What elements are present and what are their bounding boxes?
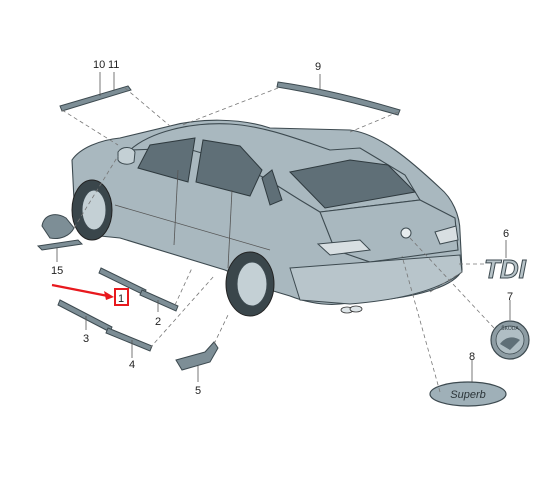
red-arrowhead-icon	[104, 291, 114, 300]
car-illustration	[71, 119, 463, 317]
door-line-front	[173, 169, 179, 246]
highlight-box	[114, 288, 129, 306]
callout-3: 3	[83, 333, 89, 345]
rear-quarter-window	[261, 169, 283, 206]
emblem-text: ŠKODA	[501, 325, 519, 332]
callout-1: 1	[118, 293, 124, 305]
callout-5: 5	[195, 385, 201, 397]
leader-lines	[56, 72, 511, 393]
callout-10: 10	[93, 59, 105, 71]
side-crease	[114, 204, 271, 251]
part-roof-trim-9	[276, 81, 401, 116]
side-mirror	[117, 147, 136, 165]
callout-2: 2	[155, 316, 161, 328]
part-roof-trim-10-11	[59, 85, 132, 112]
callout-15: 15	[51, 265, 63, 277]
callout-8: 8	[469, 351, 475, 363]
highlight-part-1: 1	[51, 283, 129, 306]
front-side-window	[137, 137, 196, 183]
part-door-moulding-1	[98, 267, 147, 296]
callout-7: 7	[507, 291, 513, 303]
part-skoda-emblem-7: ŠKODA	[490, 320, 530, 360]
part-tdi-badge-6: TDI	[484, 254, 528, 285]
door-line-rear	[227, 189, 233, 269]
part-mirror-cap-15	[36, 214, 84, 251]
part-sill-moulding-4	[105, 327, 153, 352]
callout-11: 11	[108, 59, 119, 71]
callout-numbers: 10 11 9 15 2 3 4 5 6 7 8	[51, 59, 513, 397]
callout-6: 6	[503, 228, 509, 240]
tdi-badge-text: TDI	[484, 254, 527, 284]
rear-side-window	[195, 139, 263, 197]
red-arrow-icon	[51, 283, 109, 298]
part-sill-moulding-3	[57, 299, 113, 333]
part-superb-badge-8: Superb	[429, 381, 507, 407]
exhaust-right	[349, 305, 363, 313]
callout-9: 9	[315, 61, 321, 73]
part-door-moulding-2	[139, 289, 179, 312]
part-arch-trim-5	[175, 341, 219, 371]
rear-windscreen	[289, 159, 417, 209]
callout-4: 4	[129, 359, 135, 371]
right-tail-light	[434, 225, 459, 245]
rear-wheel-rim	[236, 261, 268, 307]
front-wheel-rim	[81, 189, 107, 231]
car-rear-emblem	[400, 227, 412, 239]
left-tail-light	[316, 239, 372, 256]
superb-badge-text: Superb	[450, 389, 485, 401]
emblem-arrow-icon	[500, 337, 520, 350]
